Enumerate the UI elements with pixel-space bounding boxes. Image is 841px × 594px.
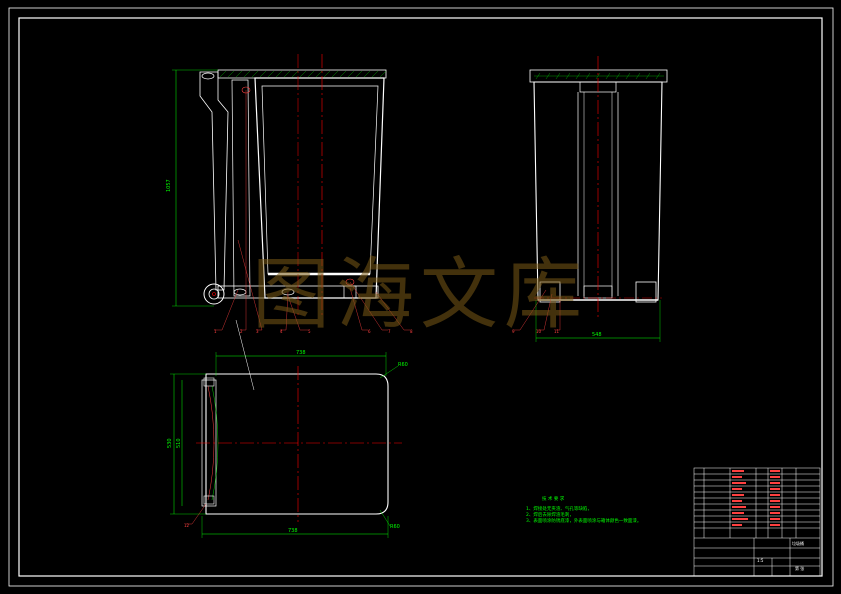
svg-text:11: 11 [554, 329, 560, 334]
side-view: 548 9 10 11 [512, 56, 668, 342]
tech-req-item-2: 2、焊后去除焊渣毛刺， [526, 511, 574, 518]
svg-text:1: 1 [214, 329, 217, 334]
svg-text:8: 8 [410, 329, 413, 334]
outer-border [8, 7, 834, 587]
svg-text:6: 6 [368, 329, 371, 334]
front-lid [217, 69, 387, 79]
front-view: 1057 1 2 3 4 5 6 7 8 [166, 54, 413, 334]
front-pedal-rod [231, 79, 251, 297]
title-scale: 1:5 [757, 558, 764, 563]
svg-text:7: 7 [388, 329, 391, 334]
top-view: 738 738 530 510 R60 R60 12 [167, 319, 408, 538]
title-sheet-label: 第 张 [795, 565, 804, 571]
tech-req-item-3: 3、表面喷涂防锈底漆，外表面喷涂与箱体颜色一致面漆。 [526, 517, 641, 524]
depth-inner-text: 510 [176, 438, 182, 448]
height-dimension-text: 1057 [166, 179, 172, 192]
wheel-icon [203, 283, 225, 305]
bottom-width-text: 738 [288, 528, 298, 534]
radius-bottom-text: R60 [390, 524, 400, 530]
top-width-text: 738 [296, 350, 306, 356]
svg-text:3: 3 [256, 329, 259, 334]
svg-text:2: 2 [240, 329, 243, 334]
side-width-text: 548 [592, 332, 602, 338]
tech-req-title: 技 术 要 求 [542, 495, 565, 502]
tech-req-item-1: 1、焊接处无夹渣、气孔等缺陷， [526, 505, 592, 512]
svg-text:4: 4 [280, 329, 283, 334]
front-body-outer [254, 77, 385, 299]
radius-top-text: R60 [398, 362, 408, 368]
svg-text:12: 12 [184, 523, 190, 528]
top-outline [205, 373, 389, 515]
svg-text:10: 10 [536, 329, 542, 334]
parts-list-fills [732, 470, 780, 526]
side-lid-hatch [534, 72, 664, 80]
svg-text:5: 5 [308, 329, 311, 334]
front-lid-hatch [219, 70, 387, 78]
title-block [693, 467, 821, 577]
front-hinge-frame [199, 71, 229, 291]
side-wheel-bracket-right [635, 281, 657, 303]
front-leaders [214, 90, 410, 331]
hinge-pin-icon [201, 72, 215, 80]
svg-text:9: 9 [512, 329, 515, 334]
side-wheel-bracket-left [539, 281, 561, 303]
technical-requirements: 技 术 要 求 1、焊接处无夹渣、气孔等缺陷， 2、焊后去除焊渣毛刺， 3、表面… [526, 495, 641, 524]
depth-outer-text: 530 [167, 438, 173, 448]
title-part-name: 垃圾桶 [792, 540, 804, 546]
front-body-inner [261, 85, 379, 275]
inner-border [18, 17, 823, 577]
